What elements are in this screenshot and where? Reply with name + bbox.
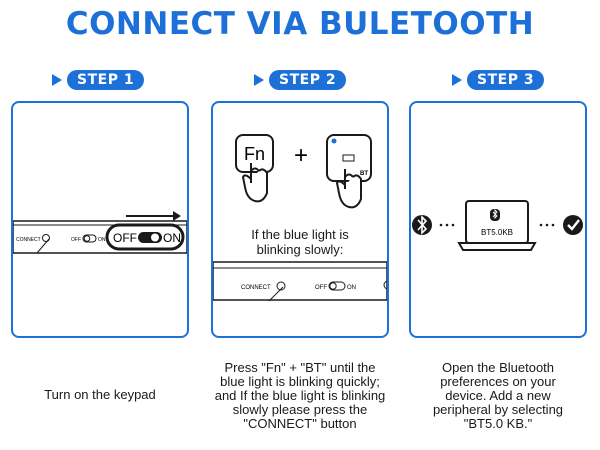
play-triangle-icon xyxy=(452,74,462,86)
checkmark-icon xyxy=(563,215,583,235)
fn-bt-illustration: Fn + BT CONNECT OFF ON xyxy=(213,134,387,302)
caption-line: "BT5.0 KB." xyxy=(463,416,533,431)
step-3-label: STEP 3 xyxy=(467,70,545,90)
plus-sign: + xyxy=(294,142,308,169)
step-2-label: STEP 2 xyxy=(269,70,347,90)
step-1-panel: CONNECT OFF ON OFF ON xyxy=(11,101,189,338)
pin-icon xyxy=(268,286,284,302)
caption-line: Open the Bluetooth xyxy=(441,360,555,375)
caption-line: slowly please press the xyxy=(232,402,368,417)
step-2-caption: Press "Fn" + "BT" until the blue light i… xyxy=(195,361,405,431)
switch-on-label: ON xyxy=(347,285,356,291)
blink-line: If the blue light is xyxy=(251,227,349,242)
caption-line: Press "Fn" + "BT" until the xyxy=(224,360,376,375)
blue-led-icon xyxy=(331,138,337,144)
hand-pointer-icon xyxy=(241,163,268,203)
play-triangle-icon xyxy=(254,74,264,86)
caption-line: peripheral by selecting xyxy=(432,402,564,417)
caption-line: preferences on your xyxy=(440,374,556,389)
bt-key-label: BT xyxy=(360,171,368,177)
caption-line: device. Add a new xyxy=(445,388,551,403)
step-1-label: STEP 1 xyxy=(67,70,145,90)
fn-key-label: Fn xyxy=(244,144,265,164)
pin-icon xyxy=(36,238,50,254)
switch-off-label: OFF xyxy=(315,285,327,291)
step-3-panel: BT5.0KB xyxy=(409,101,587,338)
blink-instruction: If the blue light is blinking slowly: xyxy=(213,227,387,257)
step-1-caption: Turn on the keypad xyxy=(44,387,156,402)
step-3-caption: Open the Bluetooth preferences on your d… xyxy=(409,361,587,431)
caption-line: blue light is blinking quickly; xyxy=(220,374,380,389)
play-triangle-icon xyxy=(52,74,62,86)
switch-off-label: OFF xyxy=(71,237,81,243)
step-2-panel: Fn + BT CONNECT OFF ON If the blue light… xyxy=(211,101,389,338)
switch-on-label: ON xyxy=(98,237,106,243)
pairing-illustration: BT5.0KB xyxy=(412,200,583,251)
keyboard-icon xyxy=(342,154,355,162)
step-1-header: STEP 1 xyxy=(52,70,145,90)
caption-line: "CONNECT" button xyxy=(243,416,357,431)
connect-button xyxy=(276,281,286,291)
fn-key xyxy=(235,134,274,173)
step-3-header: STEP 3 xyxy=(452,70,545,90)
device-label: BT5.0KB xyxy=(481,228,513,237)
connect-label: CONNECT xyxy=(241,285,271,291)
hand-pointer-icon xyxy=(335,169,362,209)
connect-button xyxy=(42,234,50,242)
zoom-off-label: OFF xyxy=(113,231,137,245)
keypad-side-illustration: CONNECT OFF ON OFF ON xyxy=(13,211,187,254)
zoom-on-label: ON xyxy=(163,231,181,245)
blink-line: blinking slowly: xyxy=(256,242,344,257)
caption-line: and If the blue light is blinking xyxy=(214,388,386,403)
connect-label: CONNECT xyxy=(16,237,41,243)
page-title: CONNECT VIA BULETOOTH xyxy=(65,6,535,42)
laptop-icon xyxy=(457,200,537,251)
step-2-header: STEP 2 xyxy=(254,70,347,90)
